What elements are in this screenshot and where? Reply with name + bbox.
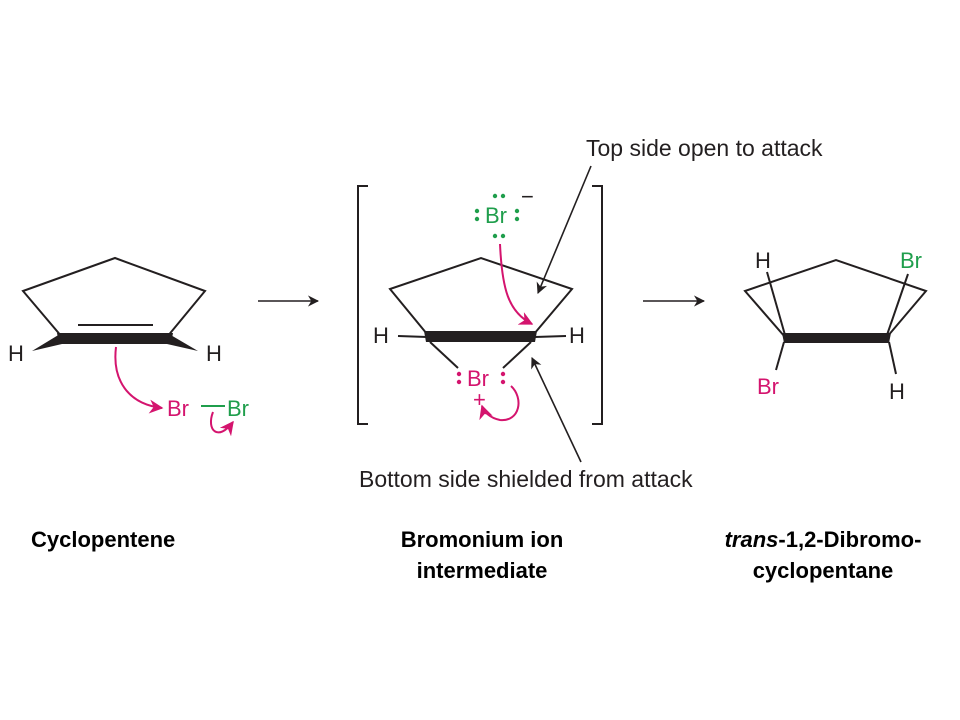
caption-product-line1: trans-1,2-Dibromo- xyxy=(725,527,922,552)
top-side-annotation: Top side open to attack xyxy=(586,135,823,161)
right-bracket xyxy=(592,185,603,425)
bromide-ion: Br − xyxy=(474,184,534,239)
caption-product-rest: -1,2-Dibromo- xyxy=(778,527,921,552)
product-br-top: Br xyxy=(900,248,922,273)
bromide-symbol: Br xyxy=(485,203,507,228)
product-ring-front-bond xyxy=(782,333,891,343)
caption-product-prefix: trans xyxy=(725,527,779,552)
bromide-charge: − xyxy=(521,184,534,209)
caption-bromonium-line1: Bromonium ion xyxy=(401,527,564,552)
cyclopentene-molecule: H H Br Br xyxy=(8,256,249,437)
bottom-side-pointer xyxy=(531,356,582,463)
br-br-bond-cleavage-arrow xyxy=(210,411,234,437)
bridging-bromine-symbol: Br xyxy=(467,366,489,391)
caption-cyclopentene: Cyclopentene xyxy=(31,527,175,552)
product-br-bottom: Br xyxy=(757,374,779,399)
bromide-attack-arrow xyxy=(499,243,534,325)
pi-bond-attack-arrow xyxy=(114,346,164,414)
bromine-atom-a: Br xyxy=(167,396,189,421)
bromonium-ion-intermediate: Br − H H Br + xyxy=(357,135,823,492)
product-c-br-top xyxy=(886,273,909,336)
product-h-top: H xyxy=(755,248,771,273)
cyclopentene-double-bond-front xyxy=(57,333,173,344)
product-c-h-top xyxy=(766,271,786,336)
left-bracket xyxy=(357,185,368,425)
bromonium-h-left: H xyxy=(373,323,389,348)
top-side-pointer xyxy=(536,165,592,295)
bromonium-ring-front-bond xyxy=(424,331,537,342)
bridging-bromine: Br + xyxy=(456,366,506,412)
bridge-bond-left xyxy=(429,341,459,369)
product-c-br-bottom xyxy=(775,341,785,371)
product-c-h-bottom xyxy=(888,341,897,375)
bromonium-c-h-left xyxy=(397,335,428,338)
dibromocyclopentane-molecule: H Br Br H xyxy=(743,248,928,404)
cyclopentene-wedge-left xyxy=(32,334,62,351)
bromide-lone-pairs xyxy=(474,193,520,239)
cyclopentene-h-right: H xyxy=(206,341,222,366)
product-h-bottom: H xyxy=(889,379,905,404)
cyclopentene-h-left: H xyxy=(8,341,24,366)
bridge-bond-right xyxy=(502,341,532,369)
bridging-bromine-lone-pairs xyxy=(456,371,506,385)
bromonium-h-right: H xyxy=(569,323,585,348)
bromonium-c-h-right xyxy=(534,335,567,338)
bromine-atom-b: Br xyxy=(227,396,249,421)
caption-bromonium-line2: intermediate xyxy=(417,558,548,583)
cyclopentene-wedge-right xyxy=(167,334,198,351)
ring-opening-arrow xyxy=(479,385,520,422)
product-ring-back xyxy=(743,258,928,338)
cyclopentene-ring-back xyxy=(21,256,207,338)
bromonium-ring-back xyxy=(388,256,574,335)
caption-product-line2: cyclopentane xyxy=(753,558,894,583)
bottom-side-annotation: Bottom side shielded from attack xyxy=(359,466,693,492)
